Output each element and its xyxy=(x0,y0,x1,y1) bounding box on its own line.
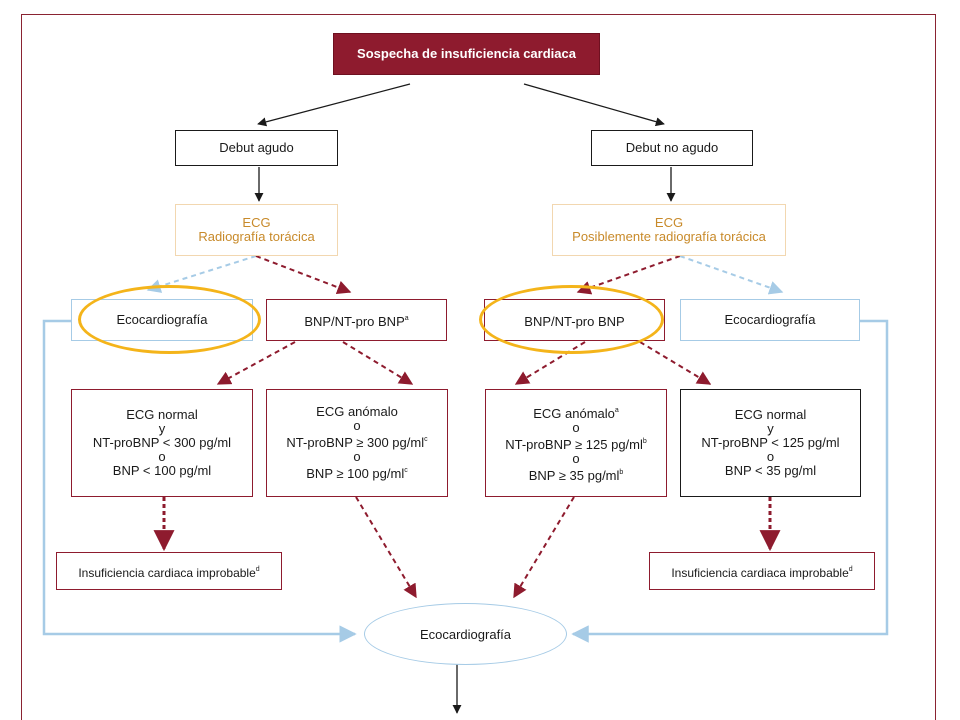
criteria-line: ECG anómalo xyxy=(316,404,398,419)
right-echo-text: Ecocardiografía xyxy=(724,312,816,327)
left-bnp-text: BNP/NT-pro BNPa xyxy=(304,313,409,329)
criteria-line: o xyxy=(572,419,580,435)
criteria-line: ECG anómaloa xyxy=(533,405,619,421)
acute-onset-text: Debut agudo xyxy=(219,140,294,155)
criteria-line: BNP < 35 pg/ml xyxy=(724,463,817,478)
improbable-text: Insuficiencia cardiaca improbabled xyxy=(671,565,853,580)
left-improbable-box: Insuficiencia cardiaca improbabled xyxy=(56,552,282,590)
arrow-right-abnormal-to-echo xyxy=(513,496,575,599)
left-abnormal-criteria-box: ECG anómalo o NT-proBNP ≥ 300 pg/mlc o B… xyxy=(266,389,448,497)
criteria-line: o xyxy=(158,449,166,464)
right-abnormal-criteria-box: ECG anómaloa o NT-proBNP ≥ 125 pg/mlb o … xyxy=(485,389,667,497)
right-tests-line: Posiblemente radiografía torácica xyxy=(572,229,766,244)
arrow-title-to-nonacute xyxy=(523,83,665,127)
right-tests-line: ECG xyxy=(654,215,684,230)
nonacute-onset-box: Debut no agudo xyxy=(591,130,753,166)
highlight-ellipse xyxy=(78,285,261,354)
final-echo-text: Ecocardiografía xyxy=(419,626,512,642)
left-bnp-box: BNP/NT-pro BNPa xyxy=(266,299,447,341)
criteria-line: BNP ≥ 35 pg/mlb xyxy=(528,467,624,483)
criteria-line: NT-proBNP < 125 pg/ml xyxy=(701,435,840,450)
criteria-line: ECG normal xyxy=(126,407,198,422)
left-tests-line: ECG xyxy=(242,215,271,230)
final-echo-ellipse: Ecocardiografía xyxy=(364,603,567,665)
criteria-line: y xyxy=(767,421,774,436)
criteria-line: NT-proBNP ≥ 300 pg/mlc xyxy=(286,435,428,450)
arrow-right-bnp-to-normal xyxy=(639,341,712,385)
left-tests-line: Radiografía torácica xyxy=(198,229,315,244)
right-echo-box: Ecocardiografía xyxy=(680,299,860,341)
acute-onset-box: Debut agudo xyxy=(175,130,338,166)
right-normal-criteria-box: ECG normal y NT-proBNP < 125 pg/ml o BNP… xyxy=(680,389,861,497)
title-text: Sospecha de insuficiencia cardiaca xyxy=(357,46,576,61)
arrow-title-to-acute xyxy=(257,83,411,127)
arrow-left-echo-to-final-echo xyxy=(42,319,357,643)
criteria-line: NT-proBNP ≥ 125 pg/mlb xyxy=(505,436,647,452)
criteria-line: BNP ≥ 100 pg/mlc xyxy=(306,466,408,481)
nonacute-onset-text: Debut no agudo xyxy=(625,140,719,155)
diagram-frame xyxy=(21,14,936,720)
criteria-line: y xyxy=(158,421,166,436)
arrow-right-echo-to-final-echo xyxy=(571,319,889,643)
improbable-text: Insuficiencia cardiaca improbabled xyxy=(78,565,260,580)
criteria-line: o xyxy=(353,418,361,433)
left-tests-box: ECG Radiografía torácica xyxy=(175,204,338,256)
arrow-left-abnormal-to-echo xyxy=(355,496,417,599)
title-box: Sospecha de insuficiencia cardiaca xyxy=(333,33,600,75)
highlight-ellipse xyxy=(479,285,664,354)
right-improbable-box: Insuficiencia cardiaca improbabled xyxy=(649,552,875,590)
right-tests-box: ECG Posiblemente radiografía torácica xyxy=(552,204,786,256)
criteria-line: ECG normal xyxy=(734,407,807,422)
criteria-line: BNP < 100 pg/ml xyxy=(112,463,212,478)
left-normal-criteria-box: ECG normal y NT-proBNP < 300 pg/ml o BNP… xyxy=(71,389,253,497)
arrow-left-bnp-to-abnormal xyxy=(342,341,414,385)
arrow-right-tests-to-echo xyxy=(679,255,784,295)
arrow-left-bnp-to-normal xyxy=(216,341,296,385)
arrow-left-tests-to-bnp xyxy=(255,255,352,295)
criteria-line: o xyxy=(353,449,361,464)
criteria-line: o xyxy=(572,450,580,466)
criteria-line: NT-proBNP < 300 pg/ml xyxy=(92,435,232,450)
criteria-line: o xyxy=(766,449,775,464)
